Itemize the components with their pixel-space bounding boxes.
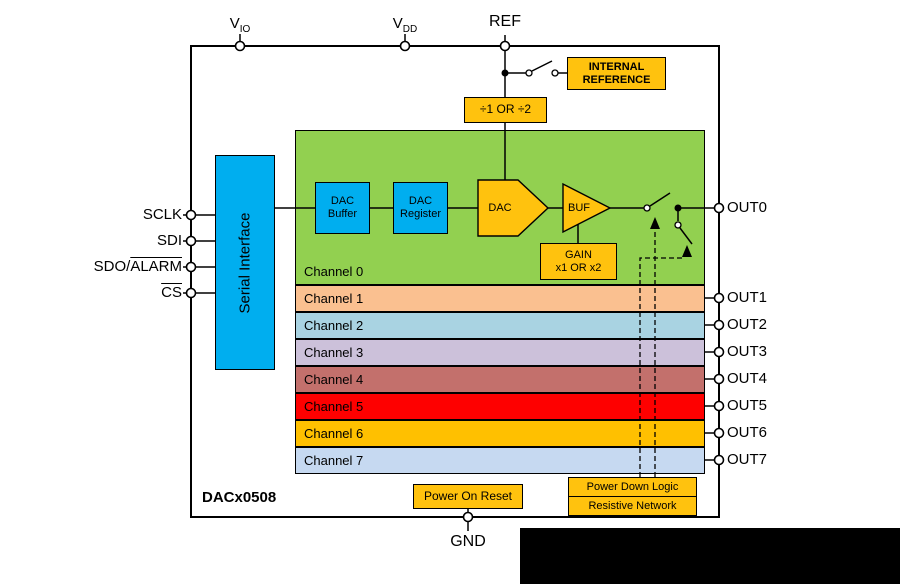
serial-interface-label: Serial Interface [236, 212, 254, 313]
pin-label-sdo-alarm: SDO/ALARM [93, 258, 182, 275]
power-down-logic-block: Power Down Logic [568, 477, 697, 497]
pin-label-ref: REF [489, 13, 521, 30]
vdd-subscript: DD [402, 24, 418, 35]
blackout-box [520, 528, 900, 584]
channel-0-label: Channel 0 [304, 264, 364, 279]
pin-label-out2: OUT2 [727, 316, 768, 333]
channel-7-label: Channel 7 [304, 453, 364, 468]
channel-1-bar: Channel 1 [295, 285, 705, 312]
vio-subscript: IO [239, 24, 251, 35]
channel-6-bar: Channel 6 [295, 420, 705, 447]
pin-label-out1: OUT1 [727, 289, 768, 306]
dac-label: DAC [488, 202, 512, 214]
alarm-overline: ALARM [130, 258, 182, 275]
gain-block: GAIN x1 OR x2 [540, 243, 617, 280]
pin-label-out0: OUT0 [727, 199, 768, 216]
channel-4-label: Channel 4 [304, 372, 364, 387]
ref-divider-block: ÷1 OR ÷2 [464, 97, 547, 123]
pin-label-vdd: VDD [392, 15, 418, 35]
pin-label-cs: CS [62, 283, 182, 303]
pin-label-out7: OUT7 [727, 451, 768, 468]
channel-1-label: Channel 1 [304, 291, 364, 306]
pin-label-gnd: GND [450, 533, 486, 550]
channel-4-bar: Channel 4 [295, 366, 705, 393]
power-on-reset-block: Power On Reset [413, 484, 523, 509]
pin-label-sdi: SDI [156, 232, 182, 249]
resistive-network-block: Resistive Network [568, 496, 697, 516]
channel-3-bar: Channel 3 [295, 339, 705, 366]
channel-7-bar: Channel 7 [295, 447, 705, 474]
pin-label-out3: OUT3 [727, 343, 768, 360]
pin-label-out4: OUT4 [727, 370, 768, 387]
channel-5-label: Channel 5 [304, 399, 364, 414]
pin-label-vio: VIO [229, 15, 251, 35]
channel-5-bar: Channel 5 [295, 393, 705, 420]
internal-reference-block: INTERNAL REFERENCE [567, 57, 666, 90]
pin-label-out5: OUT5 [727, 397, 768, 414]
buf-label: BUF [568, 202, 590, 214]
dac-buffer-block: DAC Buffer [315, 182, 370, 234]
cs-overline: CS [161, 284, 182, 301]
dac-register-block: DAC Register [393, 182, 448, 234]
pin-label-out6: OUT6 [727, 424, 768, 441]
channel-6-label: Channel 6 [304, 426, 364, 441]
serial-interface-block: Serial Interface [215, 155, 275, 370]
channel-3-label: Channel 3 [304, 345, 364, 360]
chip-title: DACx0508 [202, 489, 277, 506]
channel-2-bar: Channel 2 [295, 312, 705, 339]
channel-2-label: Channel 2 [304, 318, 364, 333]
pin-label-sclk: SCLK [142, 206, 182, 223]
